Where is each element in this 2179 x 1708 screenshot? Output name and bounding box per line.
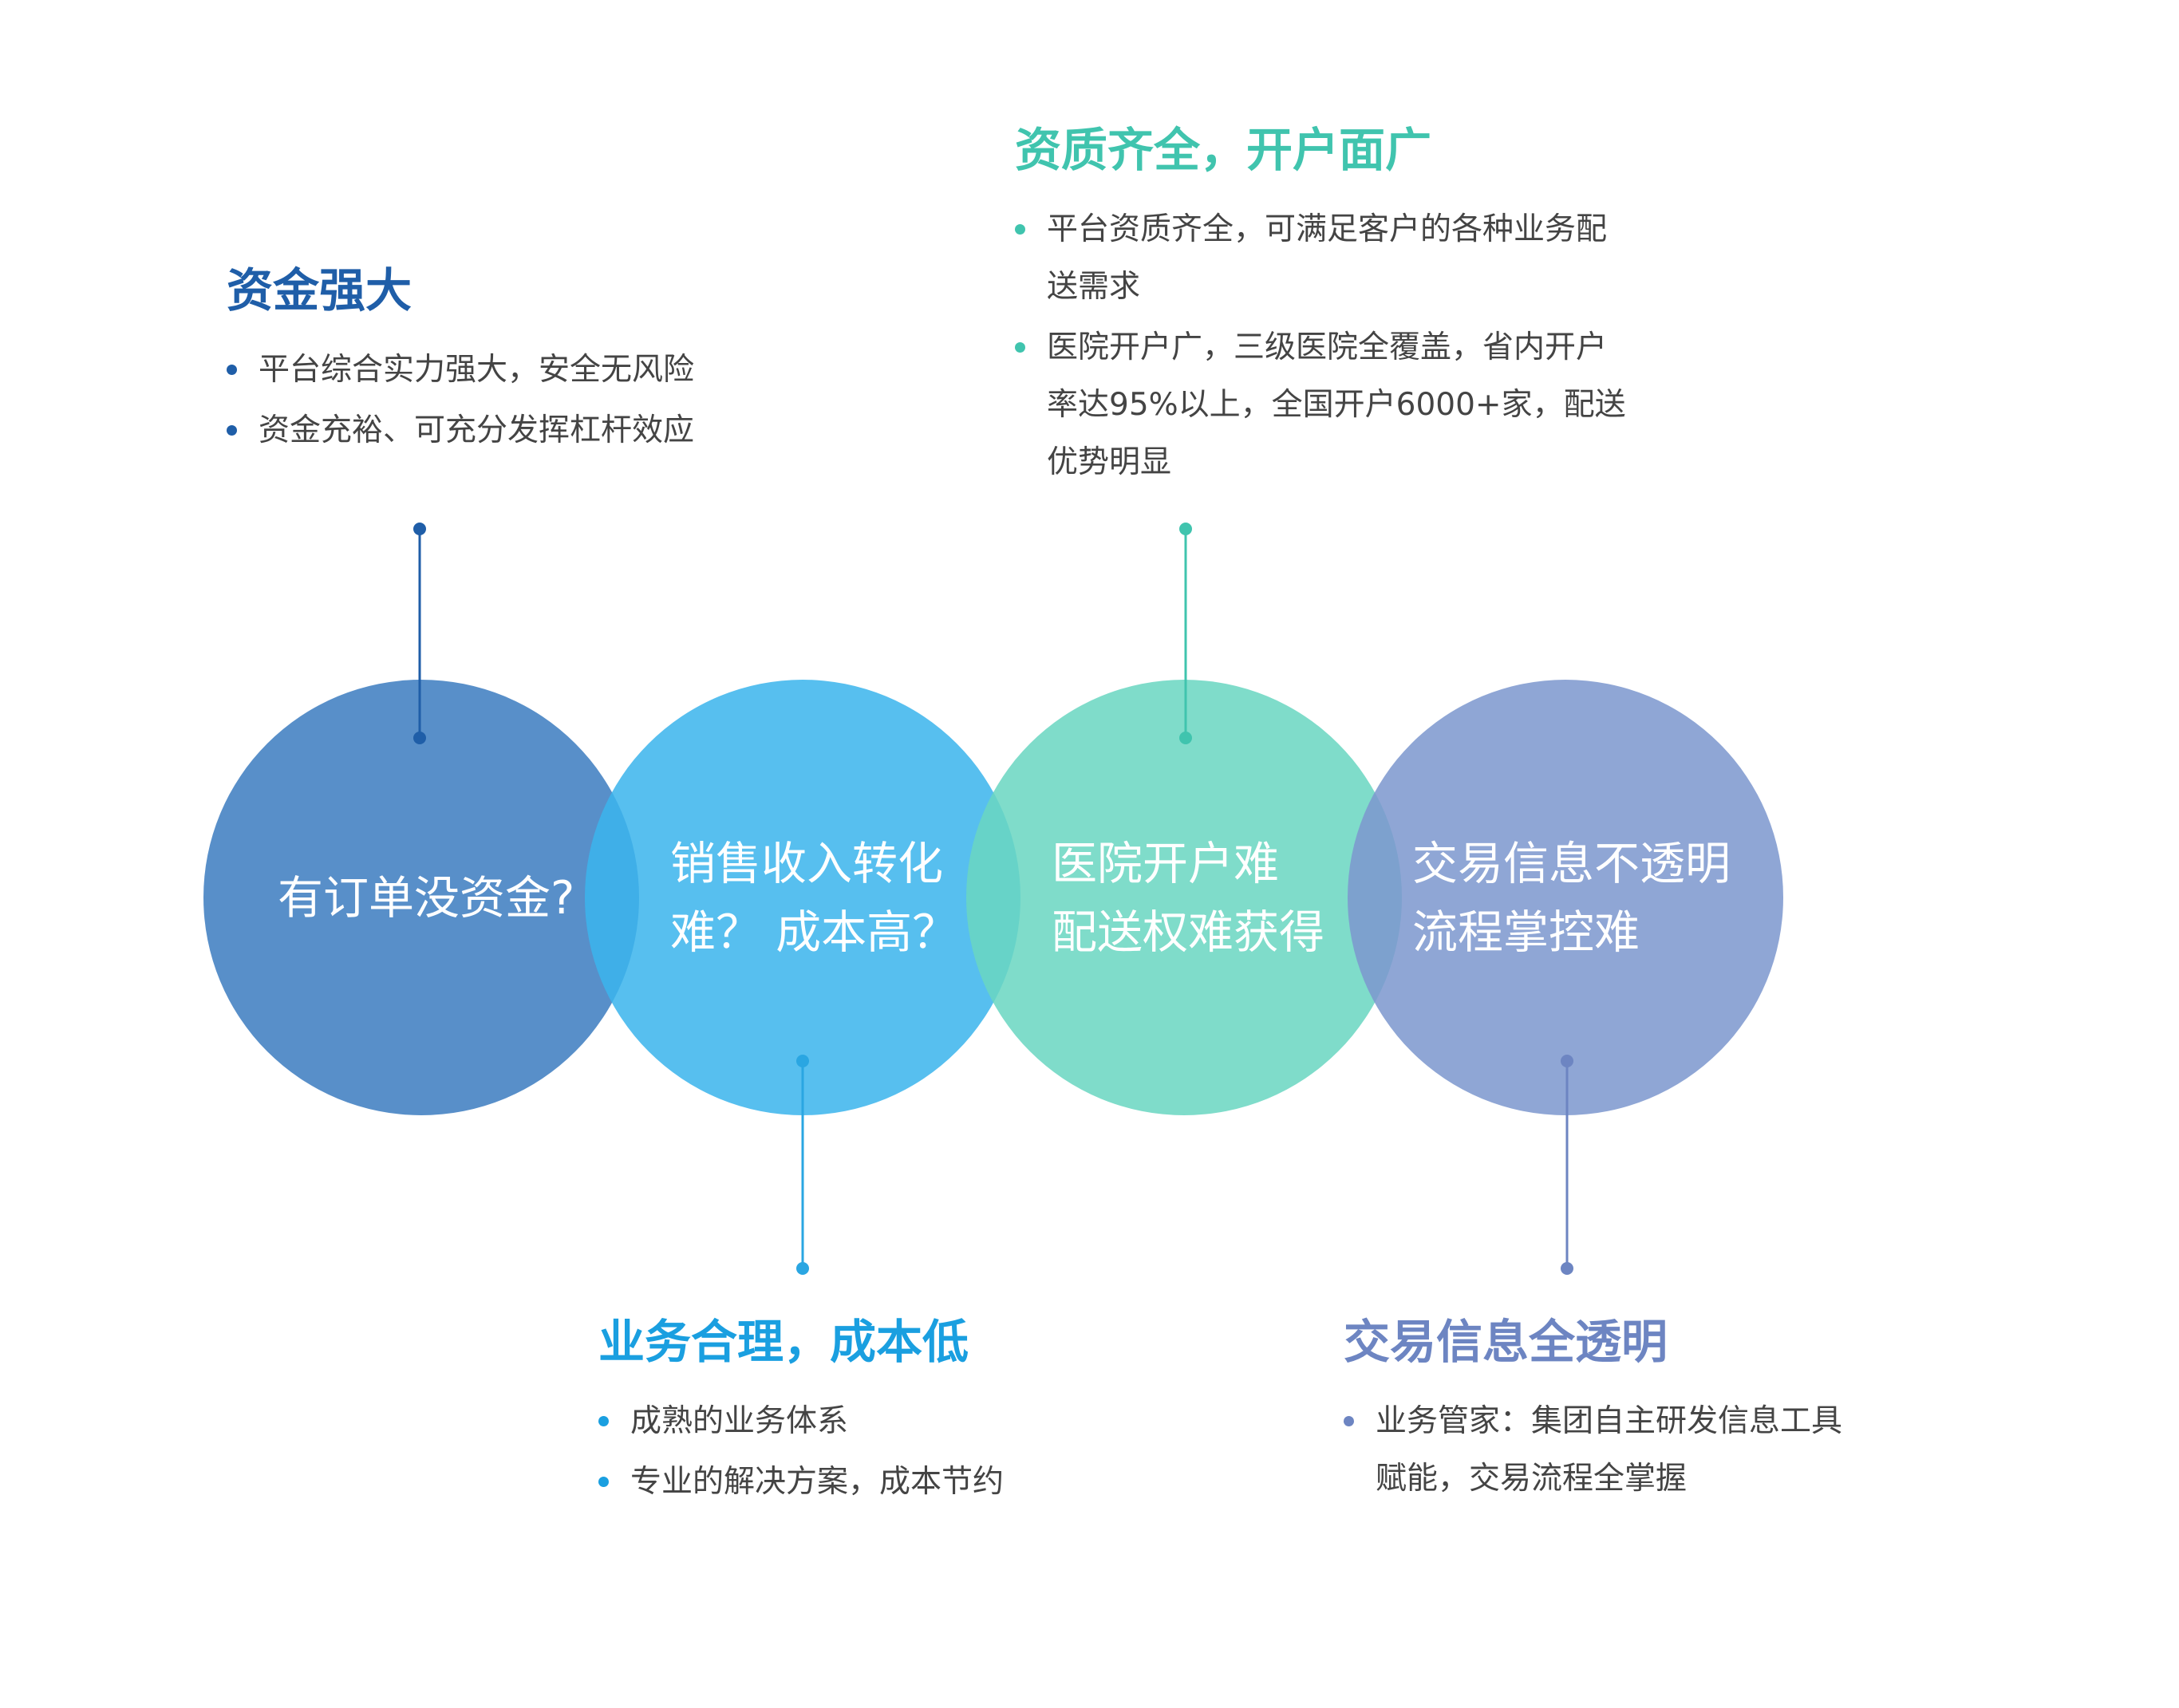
feature-item: 医院开户广，三级医院全覆盖，省内开户率达95%以上，全国开户6000+家，配送优… [1015,319,1637,491]
feature-item: 成熟的业务体系 [598,1393,1173,1450]
bullet-dot-icon [598,1476,609,1487]
feature-item: 平台综合实力强大，安全无风险 [227,341,801,399]
feature-item-text: 平台综合实力强大，安全无风险 [259,351,695,388]
bullet-dot-icon [227,424,237,436]
bullet-dot-icon [598,1415,609,1426]
connector-dot-bottom [413,732,426,744]
circle-4-label-line-2: 流程掌控难 [1412,906,1640,959]
circle-1-label-line-1: 有订单没资金? [278,872,574,925]
bullet-dot-icon [227,364,237,375]
connector-full-qualifications [1179,523,1192,744]
feature-item-text: 医院开户广，三级医院全覆盖，省内开户率达95%以上，全国开户6000+家，配送优… [1047,329,1626,480]
circle-4-label-line-1: 交易信息不透明 [1412,838,1731,890]
connector-dot-top [796,1055,809,1067]
bullet-dot-icon [1015,341,1025,353]
connector-strong-capital [413,523,426,744]
feature-item: 业务管家：集团自主研发信息工具赋能，交易流程全掌握 [1344,1393,1854,1508]
feature-list: 平台综合实力强大，安全无风险资金充裕、可充分发挥杠杆效应 [227,341,801,460]
feature-item-text: 专业的解决方案，成本节约 [630,1463,1005,1500]
circle-2 [585,680,1020,1115]
connector-transparent-info [1561,1055,1573,1275]
feature-list: 成熟的业务体系专业的解决方案，成本节约 [598,1393,1173,1511]
feature-title: 资质齐全，开户面广 [1015,123,1432,177]
feature-item-text: 平台资质齐全，可满足客户的各种业务配送需求 [1047,211,1608,305]
connector-dot-top [1179,523,1192,535]
connector-dot-bottom [1561,1262,1573,1275]
feature-item-text: 资金充裕、可充分发挥杠杆效应 [259,412,695,448]
feature-item: 平台资质齐全，可满足客户的各种业务配送需求 [1015,201,1637,316]
feature-item: 专业的解决方案，成本节约 [598,1454,1173,1511]
feature-item-text: 业务管家：集团自主研发信息工具赋能，交易流程全掌握 [1376,1402,1843,1497]
connector-dot-bottom [796,1262,809,1275]
circle-3 [966,680,1402,1115]
bullet-dot-icon [1344,1415,1354,1426]
feature-list: 平台资质齐全，可满足客户的各种业务配送需求医院开户广，三级医院全覆盖，省内开户率… [1015,201,1637,491]
circle-2-label-line-1: 销售收入转化 [670,838,943,890]
feature-block-full-qualifications: 资质齐全，开户面广 平台资质齐全，可满足客户的各种业务配送需求医院开户广，三级医… [1015,123,1637,495]
circle-2-label-line-2: 难？ 成本高？ [670,906,957,959]
feature-block-strong-capital: 资金强大 平台综合实力强大，安全无风险资金充裕、可充分发挥杠杆效应 [227,263,801,463]
feature-title: 交易信息全透明 [1344,1315,1668,1369]
circle-4 [1348,680,1783,1115]
feature-block-low-cost: 业务合理，成本低 成熟的业务体系专业的解决方案，成本节约 [598,1315,1173,1514]
circle-1 [203,680,639,1115]
connector-dot-top [1561,1055,1573,1067]
feature-title: 资金强大 [227,263,413,318]
feature-item: 资金充裕、可充分发挥杠杆效应 [227,402,801,460]
feature-list: 业务管家：集团自主研发信息工具赋能，交易流程全掌握 [1344,1393,1854,1508]
circle-3-label-line-2: 配送权难获得 [1052,906,1324,959]
bullet-dot-icon [1015,223,1025,235]
connector-dot-top [413,523,426,535]
feature-title: 业务合理，成本低 [598,1315,969,1369]
feature-item-text: 成熟的业务体系 [630,1402,849,1439]
circle-3-label-line-1: 医院开户难 [1052,838,1279,890]
feature-block-transparent-info: 交易信息全透明 业务管家：集团自主研发信息工具赋能，交易流程全掌握 [1344,1315,1854,1511]
connector-dot-bottom [1179,732,1192,744]
connector-low-cost [796,1055,809,1275]
connectors-layer [413,523,1573,1275]
